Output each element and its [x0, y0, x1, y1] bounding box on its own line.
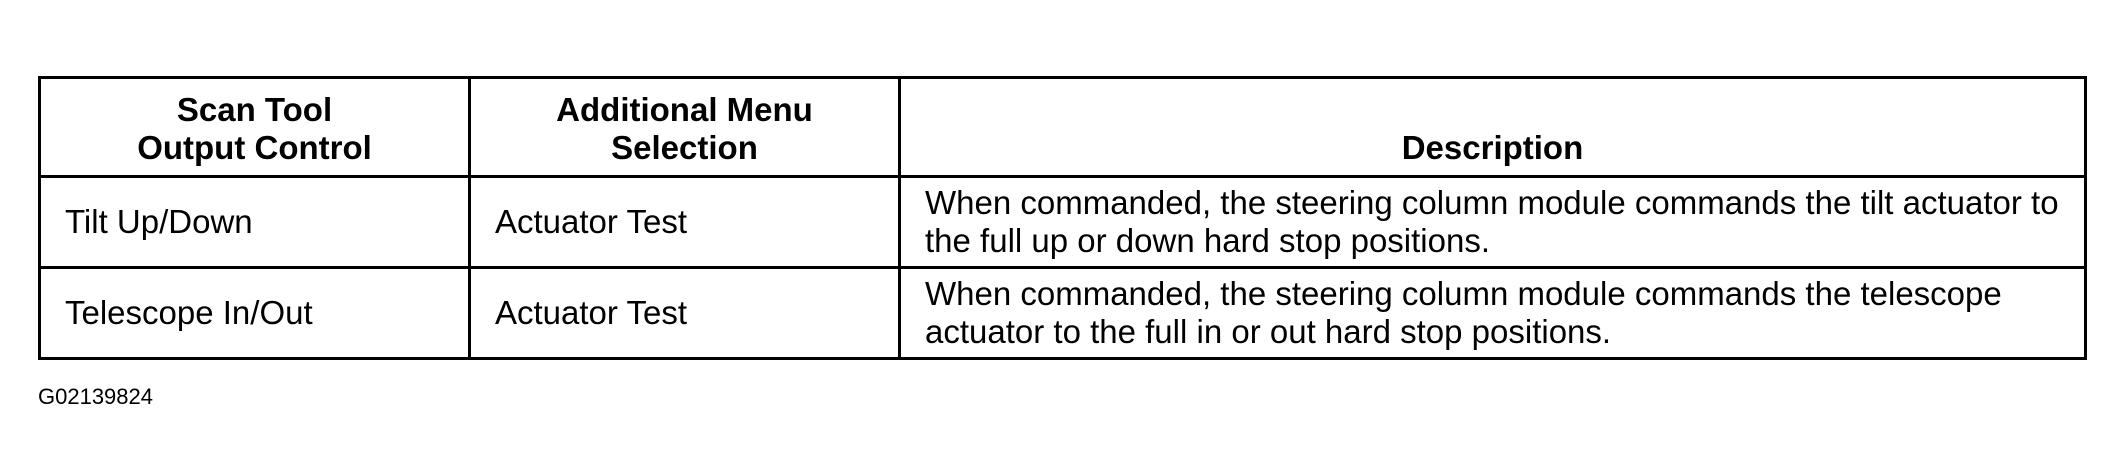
header-label: Scan Tool Output Control: [137, 91, 372, 166]
output-control-table-container: Scan Tool Output Control Additional Menu…: [38, 76, 2087, 360]
header-scan-tool-output-control: Scan Tool Output Control: [38, 76, 471, 178]
header-description: Description: [898, 76, 2087, 178]
cell-output-control: Tilt Up/Down: [38, 175, 471, 269]
header-additional-menu-selection: Additional Menu Selection: [468, 76, 901, 178]
cell-menu-selection: Actuator Test: [468, 175, 901, 269]
figure-id-label: G02139824: [38, 384, 153, 409]
cell-description: When commanded, the steering column modu…: [898, 266, 2087, 360]
header-label: Description: [1401, 129, 1584, 166]
output-control-table: Scan Tool Output Control Additional Menu…: [38, 76, 2087, 360]
cell-description: When commanded, the steering column modu…: [898, 175, 2087, 269]
cell-output-control: Telescope In/Out: [38, 266, 471, 360]
header-label: Additional Menu Selection: [556, 91, 813, 166]
cell-menu-selection: Actuator Test: [468, 266, 901, 360]
table-header-row: Scan Tool Output Control Additional Menu…: [38, 76, 2087, 178]
table-row: Telescope In/Out Actuator Test When comm…: [38, 266, 2087, 360]
table-row: Tilt Up/Down Actuator Test When commande…: [38, 175, 2087, 269]
